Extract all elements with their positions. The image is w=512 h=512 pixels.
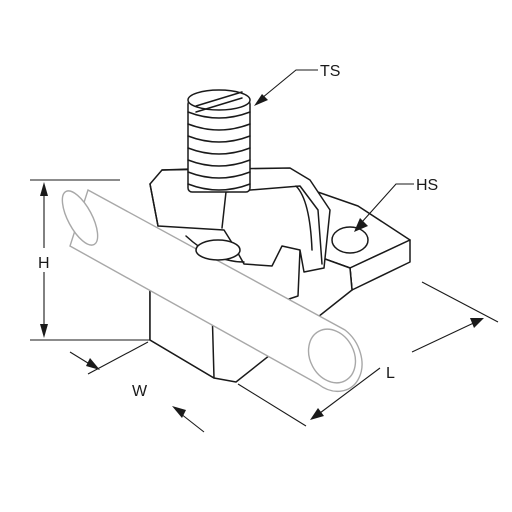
dimension-w-label: W [132,383,148,400]
threaded-screw [187,89,251,193]
callout-ts-label: TS [320,63,340,80]
callout-hs-label: HS [416,177,438,194]
dimension-w [69,341,205,433]
callout-hs [354,183,414,232]
callout-ts [254,69,318,106]
dimension-h-label: H [38,255,50,272]
rod [61,188,363,393]
dimension-h [30,179,150,341]
dimension-l-label: L [386,365,395,382]
mounting-hole [331,226,369,254]
dimension-l [237,281,499,427]
